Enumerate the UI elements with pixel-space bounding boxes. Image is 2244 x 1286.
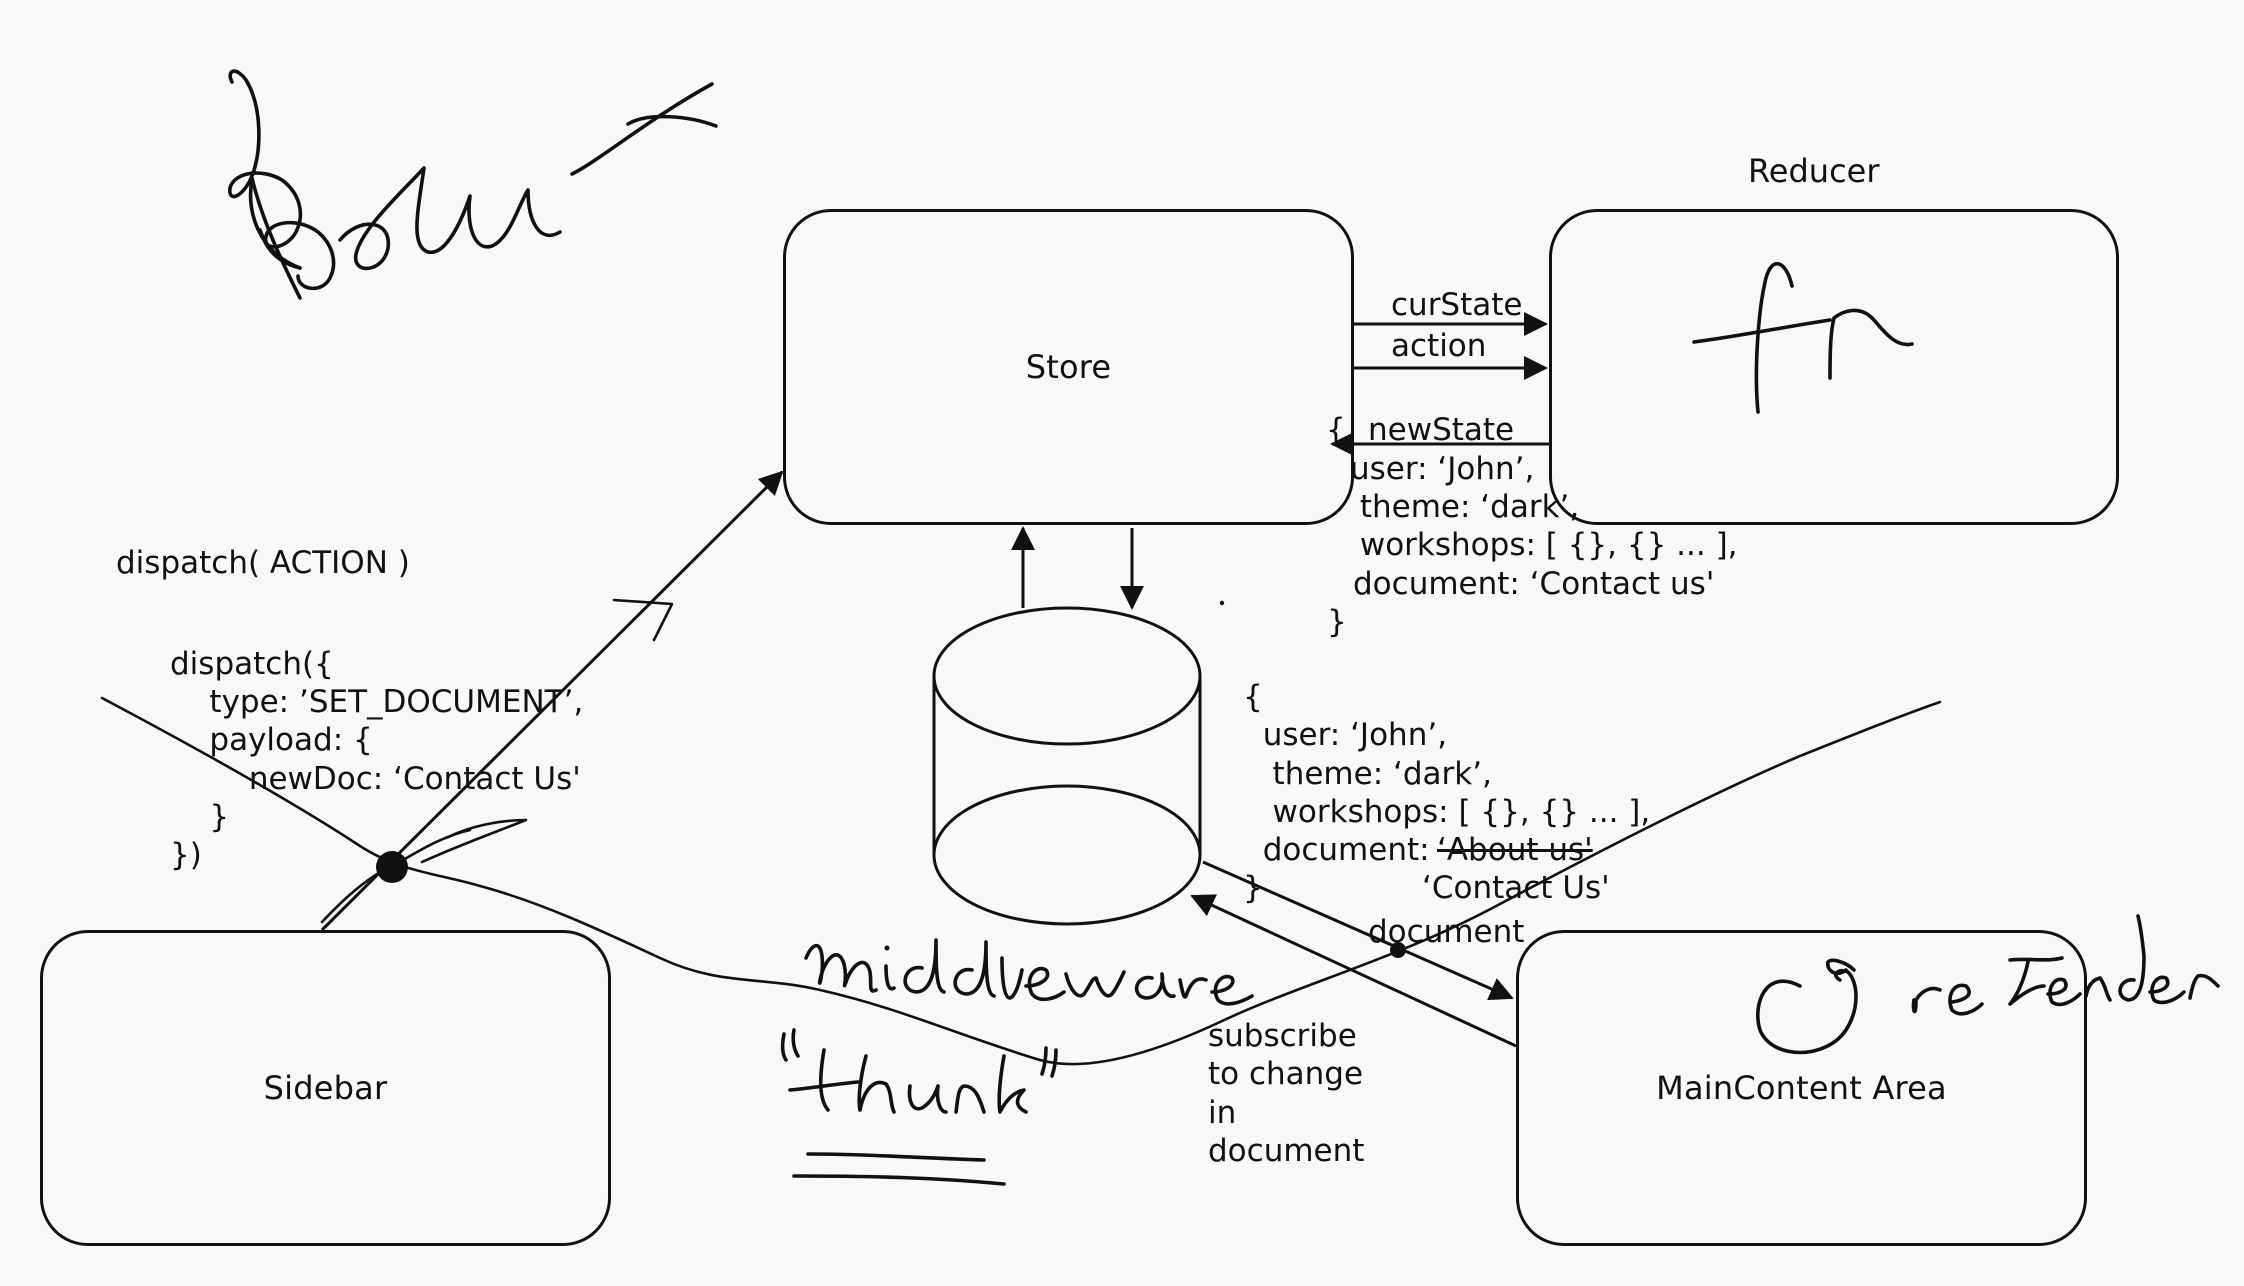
document-label: document — [1368, 914, 1525, 950]
dispatch-arrow-tick — [612, 598, 674, 642]
subscribe-label-line-3: in — [1208, 1095, 1237, 1131]
reducer-title: Reducer — [1748, 152, 1880, 190]
intersection-scribble — [320, 828, 472, 924]
newstate-brace-close: } — [1327, 604, 1347, 640]
dispatch-example-line-1: dispatch({ — [170, 646, 334, 682]
store-state-line-4: workshops: [ {}, {} ... ], — [1243, 794, 1651, 830]
newstate-line-user: user: ‘John’, — [1350, 451, 1535, 487]
maincontent-box: MainContent Area — [1516, 930, 2087, 1246]
newstate-line-theme: theme: ‘dark’, — [1350, 489, 1580, 525]
newstate-line-document: document: ‘Contact us' — [1353, 566, 1715, 602]
subscribe-label-line-4: document — [1208, 1133, 1365, 1169]
store-state-line-3: theme: ‘dark’, — [1243, 756, 1492, 792]
reducer-fn-handwriting — [1692, 261, 1914, 414]
sidebar-label: Sidebar — [263, 1069, 388, 1107]
dispatch-signature: dispatch( ACTION ) — [116, 545, 410, 581]
store-state-brace-close: } — [1243, 870, 1263, 906]
intersection-dot-2 — [1390, 942, 1406, 958]
curstate-label: curState — [1391, 287, 1523, 323]
dispatch-example-line-3: payload: { — [170, 722, 373, 758]
newstate-line-workshops: workshops: [ {}, {} ... ], — [1350, 527, 1738, 563]
dispatch-example-line-4: newDoc: ‘Contact Us' — [170, 761, 581, 797]
newstate-brace-open: { — [1326, 412, 1346, 448]
dispatch-example-line-5: } — [170, 799, 230, 835]
intersection-check — [420, 818, 528, 864]
dispatch-example-line-6: }) — [170, 837, 202, 873]
thunk-handwriting — [780, 1028, 1058, 1186]
document-arrow — [1202, 860, 1514, 1001]
store-state-line-1: { — [1243, 679, 1263, 715]
newstate-label: newState — [1368, 412, 1515, 448]
middleware-boundary-line — [100, 696, 1942, 1066]
database-cylinder — [932, 606, 1202, 926]
store-state-line-5: document: — [1243, 832, 1440, 868]
store-state-new-document: ‘Contact Us' — [1422, 870, 1610, 906]
store-state-line-2: user: ‘John’, — [1243, 717, 1448, 753]
store-state-old-document: ‘About us' — [1437, 832, 1593, 868]
sidebar-box: Sidebar — [40, 930, 611, 1246]
subscribe-label-line-2: to change — [1208, 1056, 1364, 1092]
middleware-handwriting — [804, 938, 1254, 1006]
store-label: Store — [1025, 348, 1112, 386]
stray-dot — [1219, 600, 1225, 606]
reducer-box — [1549, 209, 2119, 525]
subscribe-label-line-1: subscribe — [1208, 1018, 1357, 1054]
redux-handwritten-title — [228, 69, 718, 300]
maincontent-label: MainContent Area — [1656, 1069, 1947, 1107]
store-box: Store — [783, 209, 1354, 525]
subscribe-arrow — [1190, 894, 1517, 1048]
action-label: action — [1391, 328, 1487, 364]
dispatch-example-line-2: type: ’SET_DOCUMENT’, — [170, 684, 584, 720]
